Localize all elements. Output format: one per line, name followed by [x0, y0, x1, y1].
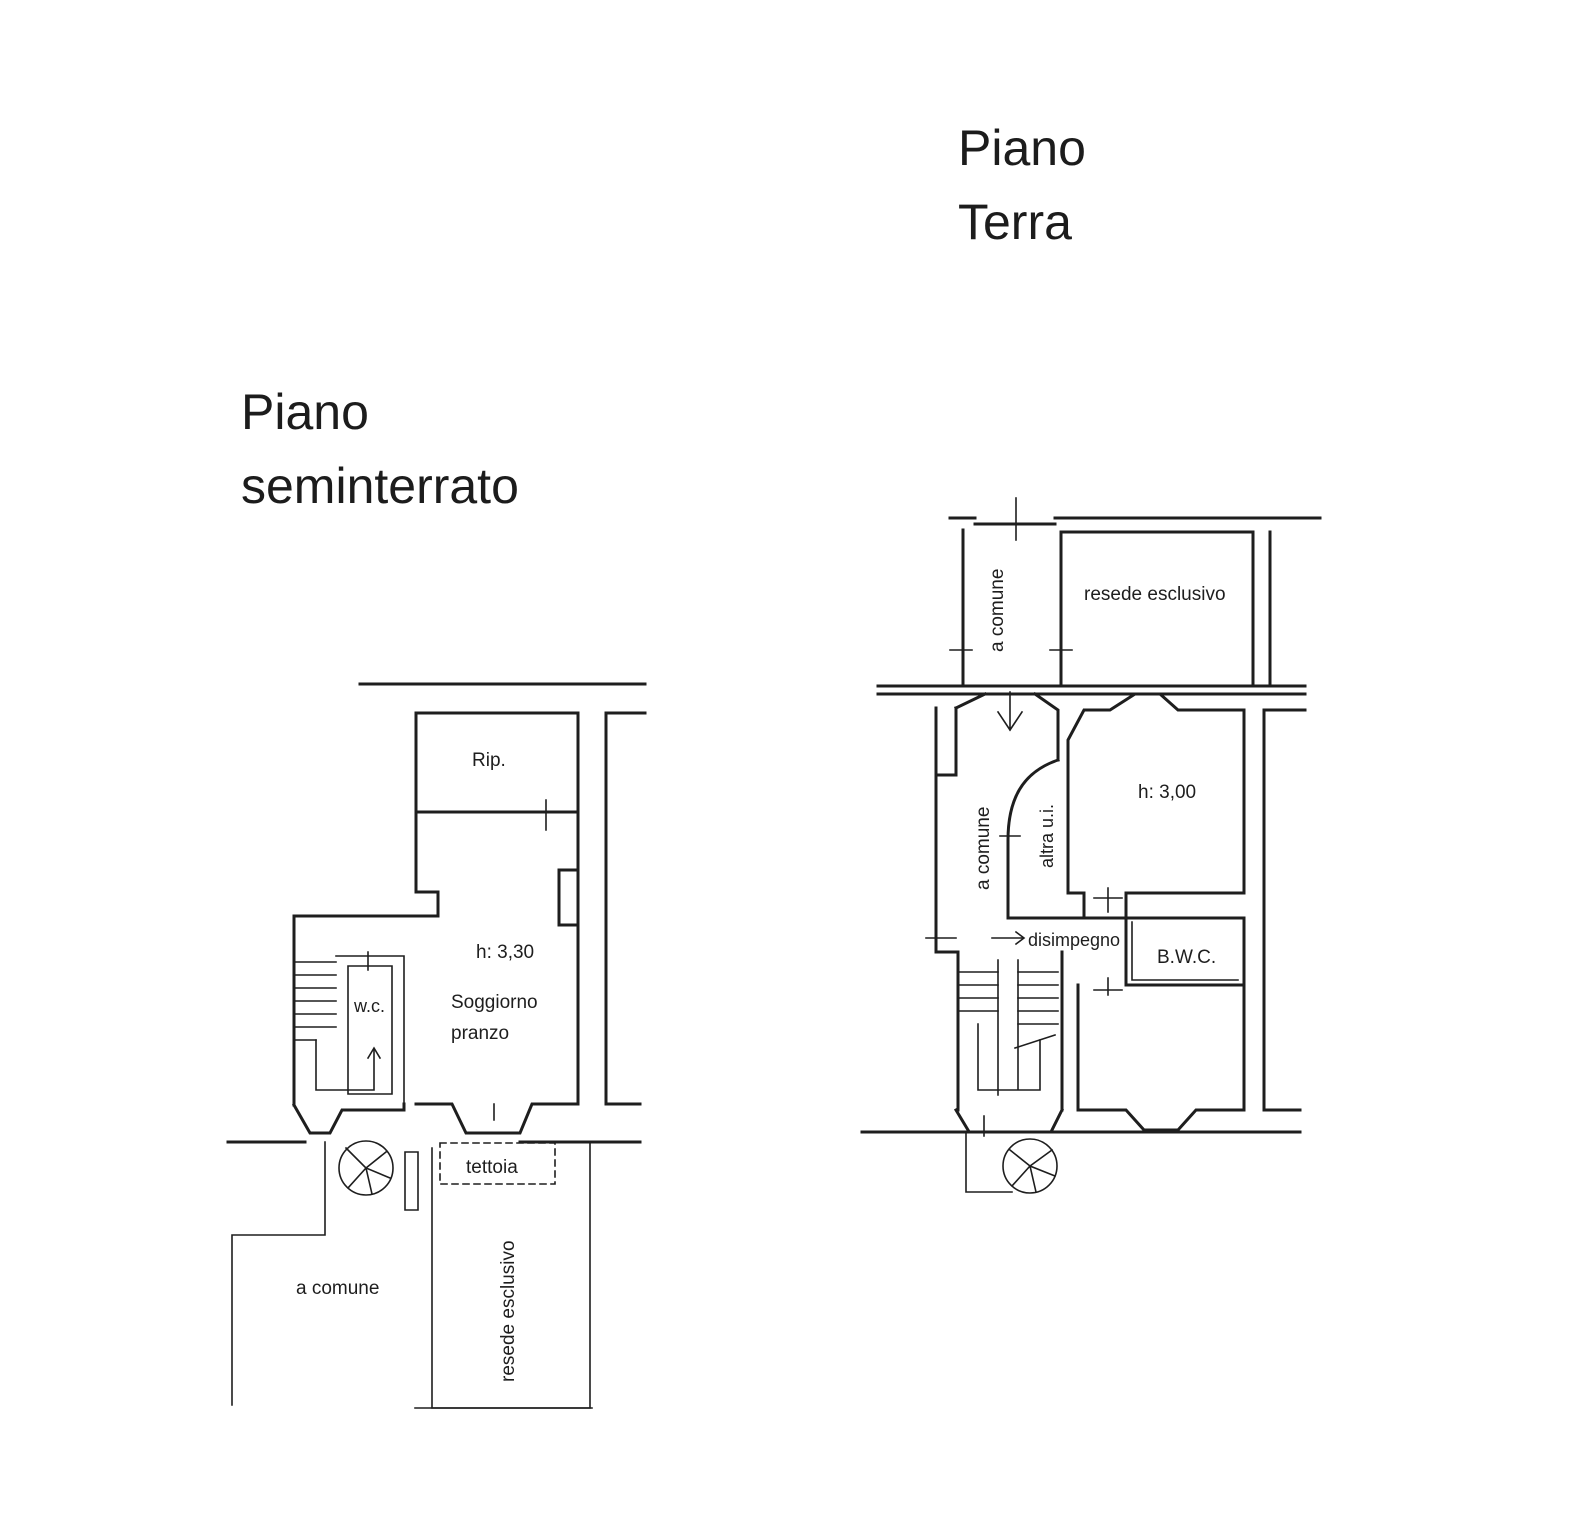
basement-title: Piano seminterrato	[241, 375, 519, 523]
ground-floor-title: Piano Terra	[958, 111, 1086, 259]
ground-floor-labels: resede esclusivo a comune a comune altra…	[973, 569, 1226, 968]
label-hall: disimpegno	[1028, 930, 1120, 950]
basement-labels: Rip. h: 3,30 Soggiorno pranzo w.c. tetto…	[296, 750, 538, 1382]
label-ground-height: h: 3,00	[1138, 782, 1196, 803]
ground-floor-title-line2: Terra	[958, 194, 1072, 250]
label-ground-private-yard: resede esclusivo	[1084, 584, 1226, 605]
label-storage: Rip.	[472, 750, 506, 771]
label-basement-common: a comune	[296, 1278, 379, 1299]
basement-plan: Rip. h: 3,30 Soggiorno pranzo w.c. tetto…	[226, 682, 647, 1409]
ground-floor-walls	[860, 497, 1322, 1194]
basement-yard	[226, 1140, 642, 1409]
label-basement-height: h: 3,30	[476, 942, 534, 963]
label-other-unit: altra u.i.	[1037, 804, 1057, 868]
label-ground-common-top: a comune	[987, 569, 1008, 652]
label-wc: w.c.	[353, 996, 385, 1016]
basement-walls	[291, 682, 647, 1135]
basement-title-line2: seminterrato	[241, 458, 519, 514]
label-living-line1: Soggiorno	[451, 992, 538, 1013]
label-living-line2: pranzo	[451, 1023, 509, 1044]
ground-floor-title-line1: Piano	[958, 120, 1086, 176]
label-canopy: tettoia	[466, 1157, 518, 1178]
label-ground-common-hall: a comune	[973, 807, 994, 890]
basement-title-line1: Piano	[241, 384, 369, 440]
label-basement-private-yard: resede esclusivo	[498, 1240, 519, 1382]
label-bathroom: B.W.C.	[1157, 947, 1216, 968]
ground-floor-plan: resede esclusivo a comune a comune altra…	[860, 497, 1322, 1194]
